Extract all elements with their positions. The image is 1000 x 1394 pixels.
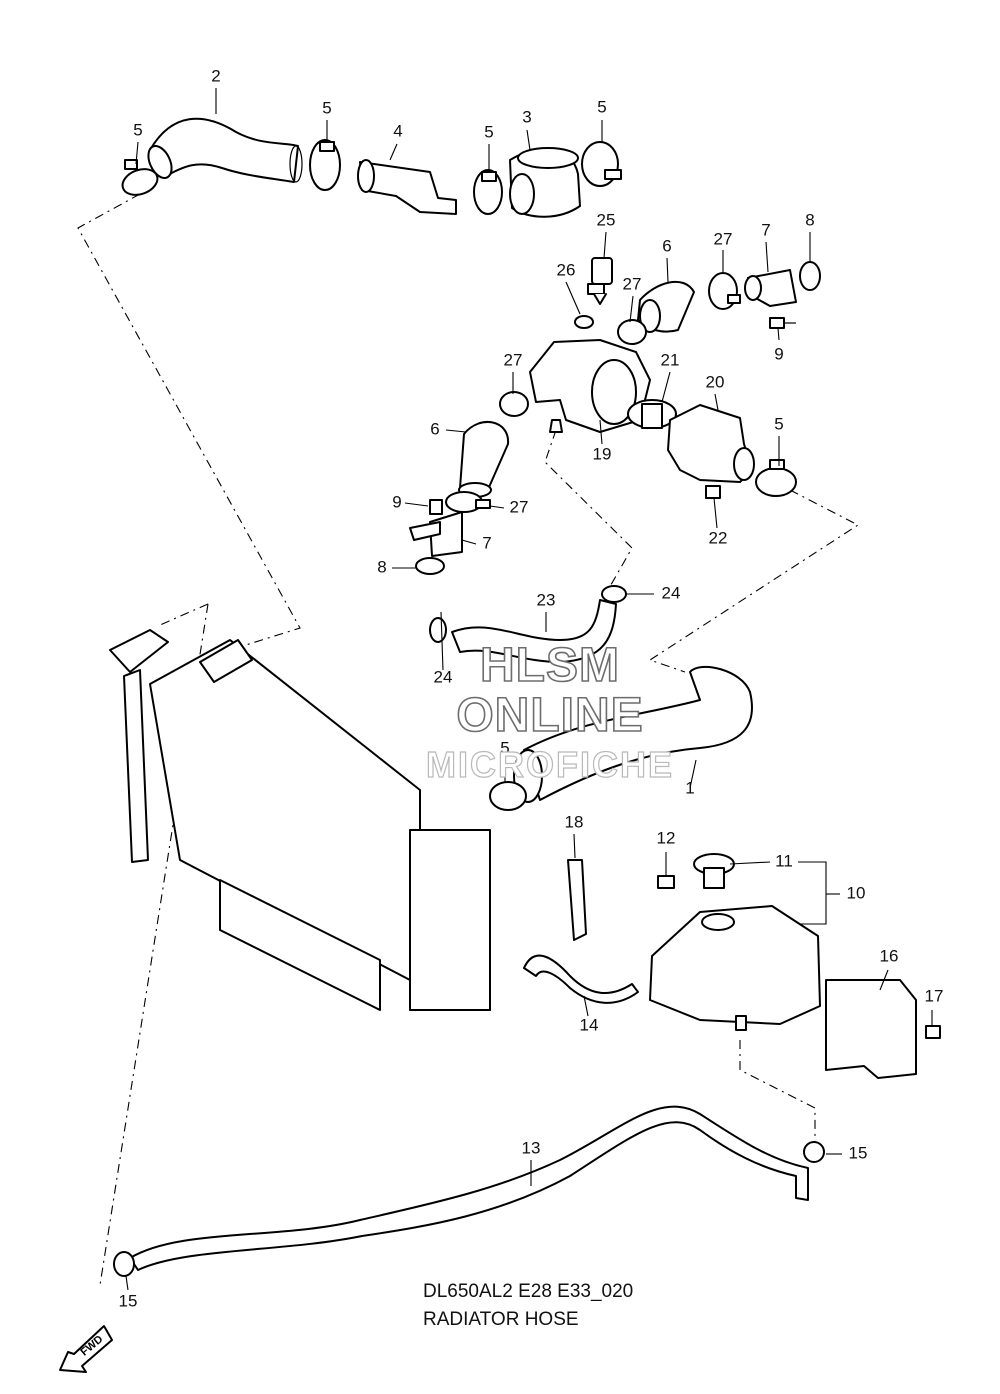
- callout-22: 22: [709, 528, 728, 547]
- callout-27: 27: [714, 229, 733, 248]
- callout-26: 26: [557, 260, 576, 279]
- bracket-16: [825, 979, 917, 1079]
- callout-15: 15: [849, 1143, 868, 1162]
- bolt-12: [657, 875, 675, 889]
- hose-clamp-5-a: [309, 139, 341, 191]
- callout-5: 5: [597, 97, 606, 116]
- bolt-9-upper: [769, 317, 796, 329]
- hose-clamp-5-right: [755, 459, 797, 497]
- callout-4: 4: [393, 121, 402, 140]
- callout-12: 12: [657, 828, 676, 847]
- union-7-upper: [744, 269, 797, 307]
- callout-6: 6: [430, 419, 439, 438]
- gasket-26: [574, 315, 594, 329]
- callout-23: 23: [537, 590, 556, 609]
- overflow-hose-14: [523, 954, 639, 1004]
- callout-18: 18: [565, 812, 584, 831]
- o-ring-8-lower: [415, 557, 445, 575]
- callout-5: 5: [500, 738, 509, 757]
- callout-8: 8: [805, 210, 814, 229]
- callout-5: 5: [133, 120, 142, 139]
- callout-24: 24: [662, 583, 681, 602]
- callout-15: 15: [119, 1291, 138, 1310]
- callout-6: 6: [662, 236, 671, 255]
- union-7-lower: [409, 511, 463, 557]
- callout-17: 17: [925, 986, 944, 1005]
- hose-clamp-5-b: [473, 169, 503, 215]
- callout-3: 3: [522, 107, 531, 126]
- hose-clamp-5-c: [581, 141, 622, 187]
- diagram-code-caption: DL650AL2 E28 E33_020: [423, 1281, 634, 1302]
- hose-clamp-15-left: [113, 1251, 135, 1277]
- hose-clamp-27-lower: [445, 491, 491, 513]
- callout-7: 7: [761, 220, 770, 239]
- callout-numbers: 2 5 5 4 5 3 5 25 26 27 6 27 7 8 9 27 21 …: [119, 66, 944, 1310]
- callout-5: 5: [322, 98, 331, 117]
- elbow-hose-3: [509, 147, 581, 218]
- callout-16: 16: [880, 946, 899, 965]
- callout-20: 20: [706, 372, 725, 391]
- reservoir-hose-13: [129, 1105, 809, 1271]
- reservoir-tank-10: [649, 905, 821, 1031]
- callout-1: 1: [685, 778, 694, 797]
- bolt-22: [705, 485, 721, 499]
- radiator-outlet-hose-1: [513, 665, 753, 803]
- callout-2: 2: [211, 66, 220, 85]
- thermostat-21: [627, 399, 677, 429]
- callout-24: 24: [434, 667, 453, 686]
- callout-9: 9: [392, 492, 401, 511]
- callout-7: 7: [482, 533, 491, 552]
- hose-clamp-27-upper: [708, 272, 741, 310]
- diagram-title-caption: RADIATOR HOSE: [423, 1309, 579, 1330]
- o-ring-8-upper: [799, 261, 821, 291]
- water-pipe-4: [357, 159, 457, 215]
- hose-clamp-27-mid: [617, 319, 647, 345]
- bypass-hose-23: [451, 599, 617, 663]
- hose-clamp-5-left: [121, 159, 159, 196]
- bolt-17: [925, 1025, 941, 1039]
- front-direction-arrow-icon: FWD: [59, 1325, 113, 1373]
- thermostat-cover-20: [667, 404, 755, 483]
- callout-14: 14: [580, 1015, 599, 1034]
- strap-18: [567, 859, 587, 941]
- callout-27: 27: [623, 274, 642, 293]
- short-hose-6-upper: [637, 281, 695, 333]
- callout-13: 13: [522, 1138, 541, 1157]
- callout-27: 27: [504, 350, 523, 369]
- hose-clamp-5-radiator: [489, 781, 527, 811]
- callout-9: 9: [774, 344, 783, 363]
- hose-clamp-24-left: [429, 617, 447, 643]
- assembly-reference-lines: [77, 193, 860, 1286]
- hose-clamp-27-left: [499, 391, 529, 417]
- callout-21: 21: [661, 350, 680, 369]
- temperature-sensor-25: [587, 257, 613, 305]
- short-hose-6-lower: [458, 421, 510, 498]
- callout-10: 10: [847, 883, 866, 902]
- hose-clamp-24-top: [601, 585, 627, 603]
- reservoir-cap-11: [693, 853, 735, 889]
- callout-5: 5: [484, 122, 493, 141]
- callout-27: 27: [510, 497, 529, 516]
- callout-25: 25: [597, 210, 616, 229]
- radiator-inlet-hose-2: [147, 117, 303, 183]
- bolt-9-lower: [429, 499, 443, 515]
- hose-clamp-15-right: [803, 1141, 825, 1163]
- callout-leader-lines: [125, 88, 933, 1291]
- callout-5: 5: [774, 414, 783, 433]
- callout-8: 8: [377, 557, 386, 576]
- callout-19: 19: [593, 444, 612, 463]
- callout-11: 11: [775, 851, 793, 870]
- radiator: [109, 629, 491, 1011]
